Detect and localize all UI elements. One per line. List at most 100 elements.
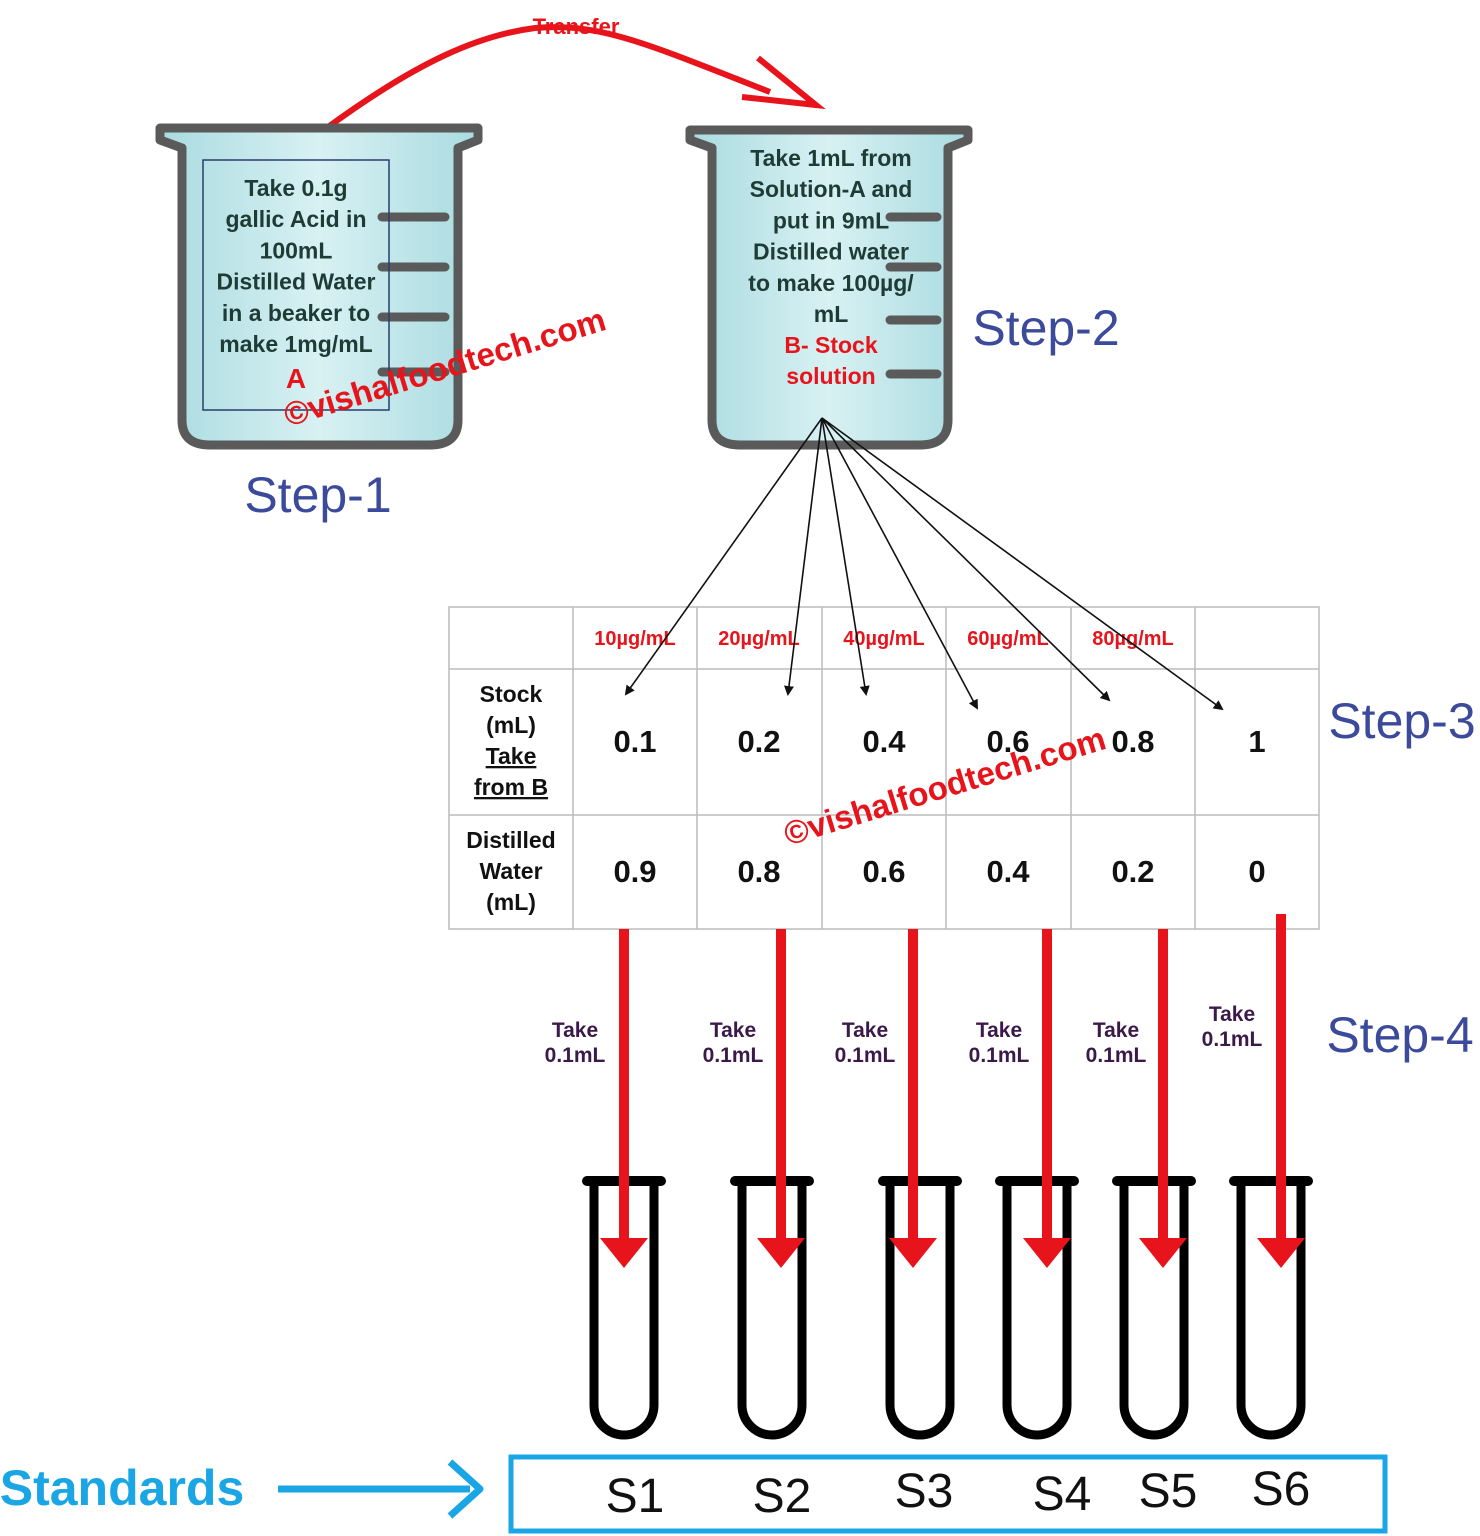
take-volume: 0.1mL xyxy=(969,1044,1030,1067)
take-volume: 0.1mL xyxy=(1086,1044,1147,1067)
water-row-label: Distilled xyxy=(466,827,555,853)
beaker-b-line: mL xyxy=(814,301,849,327)
stock-volume-cell: 0.1 xyxy=(613,724,656,759)
beaker-a-line: Take 0.1g xyxy=(244,175,347,201)
water-volume-cell: 0.9 xyxy=(613,854,656,889)
dilution-table: 10µg/mL 20µg/mL 40µg/mL 60µg/mL 80µg/mL 0.1 0.… xyxy=(448,606,1320,930)
beaker-b-line: Take 1mL from xyxy=(750,145,911,171)
beaker-b-tag-line: B- Stock xyxy=(784,332,878,358)
stock-volume-cell: 0.2 xyxy=(737,724,780,759)
beaker-a-line: 100mL xyxy=(260,237,333,263)
distribution-arrow xyxy=(821,417,978,710)
tube-body xyxy=(1236,1180,1306,1440)
take-volume: 0.1mL xyxy=(703,1044,764,1067)
beaker-a-line: Distilled Water xyxy=(217,269,376,295)
water-row-label: Water xyxy=(479,858,542,884)
water-volume-cell: 0.8 xyxy=(737,854,780,889)
concentration-header: 10µg/mL xyxy=(594,628,676,650)
step-3-label: Step-3 xyxy=(1328,693,1475,749)
take-label: Take xyxy=(1093,1019,1139,1042)
transfer-arrow-head xyxy=(1257,1238,1305,1268)
beaker-a-label-box xyxy=(202,159,390,411)
concentration-header: 60µg/mL xyxy=(967,628,1049,650)
take-label: Take xyxy=(1209,1003,1255,1026)
tube-body xyxy=(1002,1180,1072,1440)
concentration-header: 20µg/mL xyxy=(718,628,800,650)
take-label: Take xyxy=(976,1019,1022,1042)
water-volume-cell: 0 xyxy=(1248,854,1265,889)
stock-source-link: Take xyxy=(486,743,537,769)
beaker-b-line: Solution-A and xyxy=(750,176,913,202)
step-4-label: Step-4 xyxy=(1326,1007,1473,1063)
water-row-label: (mL) xyxy=(486,889,536,915)
beaker-b-line: put in 9mL xyxy=(773,207,889,233)
beaker-b-tag-line: solution xyxy=(786,363,875,389)
stock-volume-cell: 1 xyxy=(1248,724,1265,759)
stock-volume-cell: 0.4 xyxy=(862,724,906,759)
standard-label: S6 xyxy=(1252,1463,1311,1516)
stock-source-link: from B xyxy=(474,774,548,800)
transfer-arrow-head xyxy=(757,1238,805,1268)
stock-row-label: Stock xyxy=(480,681,543,707)
standard-label: S5 xyxy=(1139,1465,1198,1518)
distribution-arrow xyxy=(784,417,823,696)
standard-label: S4 xyxy=(1033,1468,1092,1521)
take-label: Take xyxy=(842,1019,888,1042)
water-volume-cell: 0.4 xyxy=(986,854,1030,889)
distribution-arrow xyxy=(821,417,1111,702)
tube-body xyxy=(737,1180,807,1440)
transfer-arrow-head xyxy=(600,1238,648,1268)
standard-label: S1 xyxy=(606,1470,665,1523)
transfer-arrow-head xyxy=(1023,1238,1071,1268)
transfer-label: Transfer xyxy=(533,14,620,39)
beaker-a-line: gallic Acid in xyxy=(225,206,366,232)
take-label: Take xyxy=(552,1019,598,1042)
distribution-arrow xyxy=(624,417,823,696)
take-volume: 0.1mL xyxy=(1202,1028,1263,1051)
transfer-arrow: Transfer xyxy=(326,14,826,130)
step-1-label: Step-1 xyxy=(244,467,391,523)
water-volume-cell: 0.6 xyxy=(862,854,905,889)
take-label: Take xyxy=(710,1019,756,1042)
stock-volume-cell: 0.8 xyxy=(1111,724,1154,759)
transfer-arrow-head xyxy=(889,1238,937,1268)
stock-volume-cell: 0.6 xyxy=(986,724,1029,759)
concentration-header: 80µg/mL xyxy=(1092,628,1174,650)
beaker-a-text: Take 0.1g gallic Acid in 100mL Distilled Wa… xyxy=(217,175,376,357)
tube-body xyxy=(885,1180,955,1440)
standards-box xyxy=(508,1454,1388,1534)
transfer-arrow-head xyxy=(1139,1238,1187,1268)
distribution-arrow xyxy=(821,417,870,696)
beaker-b-tag: B- Stock solution xyxy=(784,332,878,389)
beaker-a-line: make 1mg/mL xyxy=(219,331,372,357)
step-2-label: Step-2 xyxy=(972,300,1119,356)
tube-body xyxy=(1119,1180,1189,1440)
water-volume-cell: 0.2 xyxy=(1111,854,1154,889)
distribution-arrow xyxy=(821,417,1224,711)
beaker-b-line: Distilled water xyxy=(753,239,909,265)
standard-label: S2 xyxy=(753,1470,812,1523)
take-volume: 0.1mL xyxy=(835,1044,896,1067)
concentration-header: 40µg/mL xyxy=(843,628,925,650)
beaker-b-line: to make 100µg/ xyxy=(748,270,914,296)
standards-label: Standards xyxy=(0,1460,244,1516)
beaker-a-line: in a beaker to xyxy=(222,300,370,326)
standards-arrow xyxy=(278,1459,484,1519)
test-tubes: Take0.1mLTake0.1mLTake0.1mLTake0.1mLTake… xyxy=(545,914,1313,1440)
tube-body xyxy=(589,1180,659,1440)
stock-row-label: (mL) xyxy=(486,712,536,738)
distribution-arrows xyxy=(624,417,1224,711)
beaker-a: Take 0.1g gallic Acid in 100mL Distilled Wa… xyxy=(155,123,483,450)
beaker-a-tag: A xyxy=(286,363,306,394)
take-volume: 0.1mL xyxy=(545,1044,606,1067)
